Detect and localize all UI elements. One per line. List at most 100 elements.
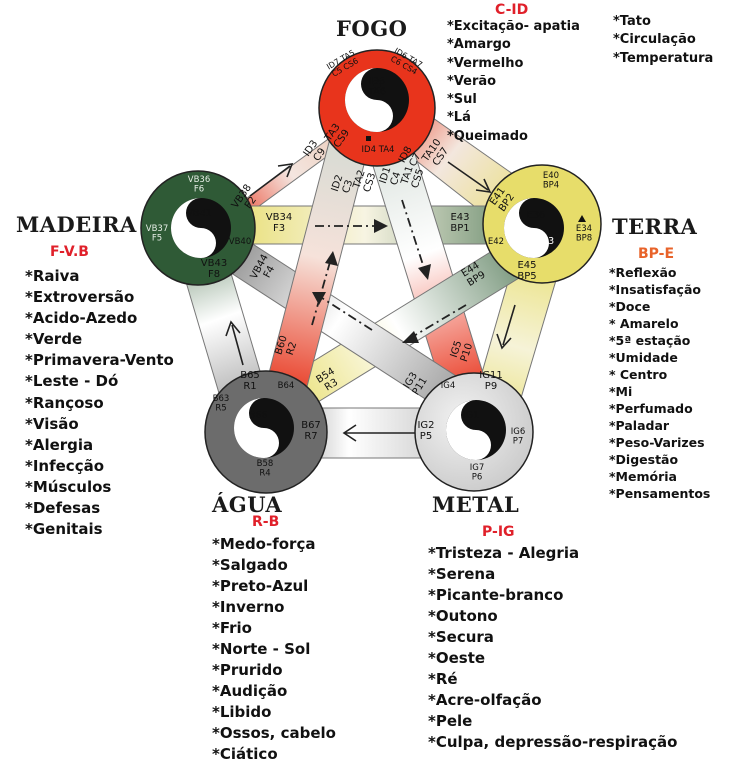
attribute-item: *Queimado <box>447 128 528 144</box>
arrowhead-water-fire <box>325 251 338 266</box>
attribute-item: *Vermelho <box>447 55 524 71</box>
attribute-item: *Circulação <box>613 32 696 48</box>
attribute-item: * Centro <box>609 367 668 382</box>
attribute-item: *Audição <box>212 682 288 700</box>
arrow-fogo-terra <box>447 161 492 193</box>
attribute-item: *Memória <box>609 469 677 484</box>
point-agua-top: B64 <box>278 381 295 391</box>
attribute-item: *Paladar <box>609 418 670 433</box>
attribute-item: *Rançoso <box>25 393 104 412</box>
heading-madeira: F-V.B <box>50 244 89 260</box>
arrow-agua-madeira <box>225 320 244 366</box>
attribute-item: *Raiva <box>25 267 80 285</box>
attribute-item: *Músculos <box>25 477 112 496</box>
heading-agua: R-B <box>252 514 280 530</box>
attribute-item: *Outono <box>428 607 498 625</box>
point-metal-yin: P8 <box>474 438 486 449</box>
attribute-item: *Primavera-Vento <box>25 351 174 370</box>
attribute-item: *Secura <box>428 628 494 646</box>
heading-metal: P-IG <box>482 524 515 540</box>
attribute-item: *Digestão <box>609 452 679 467</box>
attribute-item: *Frio <box>212 619 252 637</box>
attribute-item: *Verão <box>447 73 497 89</box>
attribute-item: *Serena <box>428 565 496 583</box>
element-name-terra: TERRA <box>612 214 698 239</box>
element-name-metal: METAL <box>432 492 520 517</box>
attribute-item: *Extroversão <box>25 288 135 307</box>
attribute-item: *Tato <box>613 14 651 29</box>
attribute-item: *Perfumado <box>609 401 693 416</box>
point-metal-yang: IG1 <box>463 410 479 421</box>
arrowhead-fire-metal <box>418 264 431 280</box>
attribute-item: *Salgado <box>212 556 288 574</box>
point-marker <box>578 215 586 222</box>
point-madeira-yang: VB41 <box>186 208 211 219</box>
madeira-attribute-list: *Raiva*Extroversão*Acido-Azedo*Verde*Pri… <box>25 266 174 540</box>
attribute-item: *Tristeza - Alegria <box>428 544 580 562</box>
attribute-item: *Genitais <box>25 520 103 539</box>
attribute-item: *Umidade <box>609 350 678 365</box>
heading-terra: BP-E <box>638 246 675 262</box>
attribute-item: *Amargo <box>447 37 511 53</box>
point-metal-left: IG4 <box>441 381 456 391</box>
point-fogo-bottom: ID4 TA4 <box>362 145 395 155</box>
attribute-item: *Infecção <box>25 456 105 475</box>
point-terra-yang: E36 <box>527 210 545 221</box>
attribute-item: *5ª estação <box>609 333 691 348</box>
label-water-fire-start: B60R2 <box>273 334 300 359</box>
attribute-item: *Inverno <box>212 598 285 616</box>
label-water-fire-end: ID2C3 <box>330 173 356 196</box>
label-fire-metal-start: ID1C4 <box>378 165 404 188</box>
point-marker <box>366 136 371 141</box>
arrow-madeira-fogo <box>249 163 294 197</box>
attribute-item: *Ossos, cabelo <box>212 724 336 742</box>
generation-arrows <box>225 161 516 442</box>
element-name-agua: ÁGUA <box>212 492 283 517</box>
attribute-item: *Medo-força <box>212 535 316 553</box>
attribute-item: *Pele <box>428 712 473 730</box>
attribute-item: *Sul <box>447 92 477 108</box>
arrowhead-wood-earth <box>374 219 388 233</box>
attribute-item: *Prurido <box>212 661 283 679</box>
attribute-item: *Temperatura <box>613 50 714 66</box>
attribute-item: * Amarelo <box>609 316 679 331</box>
point-madeira-yin: F1 <box>195 236 207 247</box>
label-madeira-fogo: VB38F2 <box>230 183 263 217</box>
arrow-earth-water <box>411 304 467 338</box>
attribute-item: *Preto-Azul <box>212 577 309 595</box>
arrowhead-metal-wood <box>312 292 326 305</box>
element-name-fogo: FOGO <box>336 16 408 41</box>
fogo-extra-attribute-list: *Tato *Circulação *Temperatura <box>613 13 713 68</box>
attribute-item: *Reflexão <box>609 265 677 280</box>
attribute-item: *Excitação- apatia <box>447 19 580 34</box>
control-arrowheads <box>312 219 431 343</box>
attribute-item: *Lá <box>447 110 471 126</box>
arrow-terra-metal <box>496 304 516 350</box>
attribute-item: *Ré <box>428 670 458 688</box>
attribute-item: *Defesas <box>25 499 101 518</box>
attribute-item: *Mi <box>609 384 633 399</box>
attribute-item: *Pensamentos <box>609 486 711 501</box>
arrow-fire-metal <box>401 199 425 269</box>
